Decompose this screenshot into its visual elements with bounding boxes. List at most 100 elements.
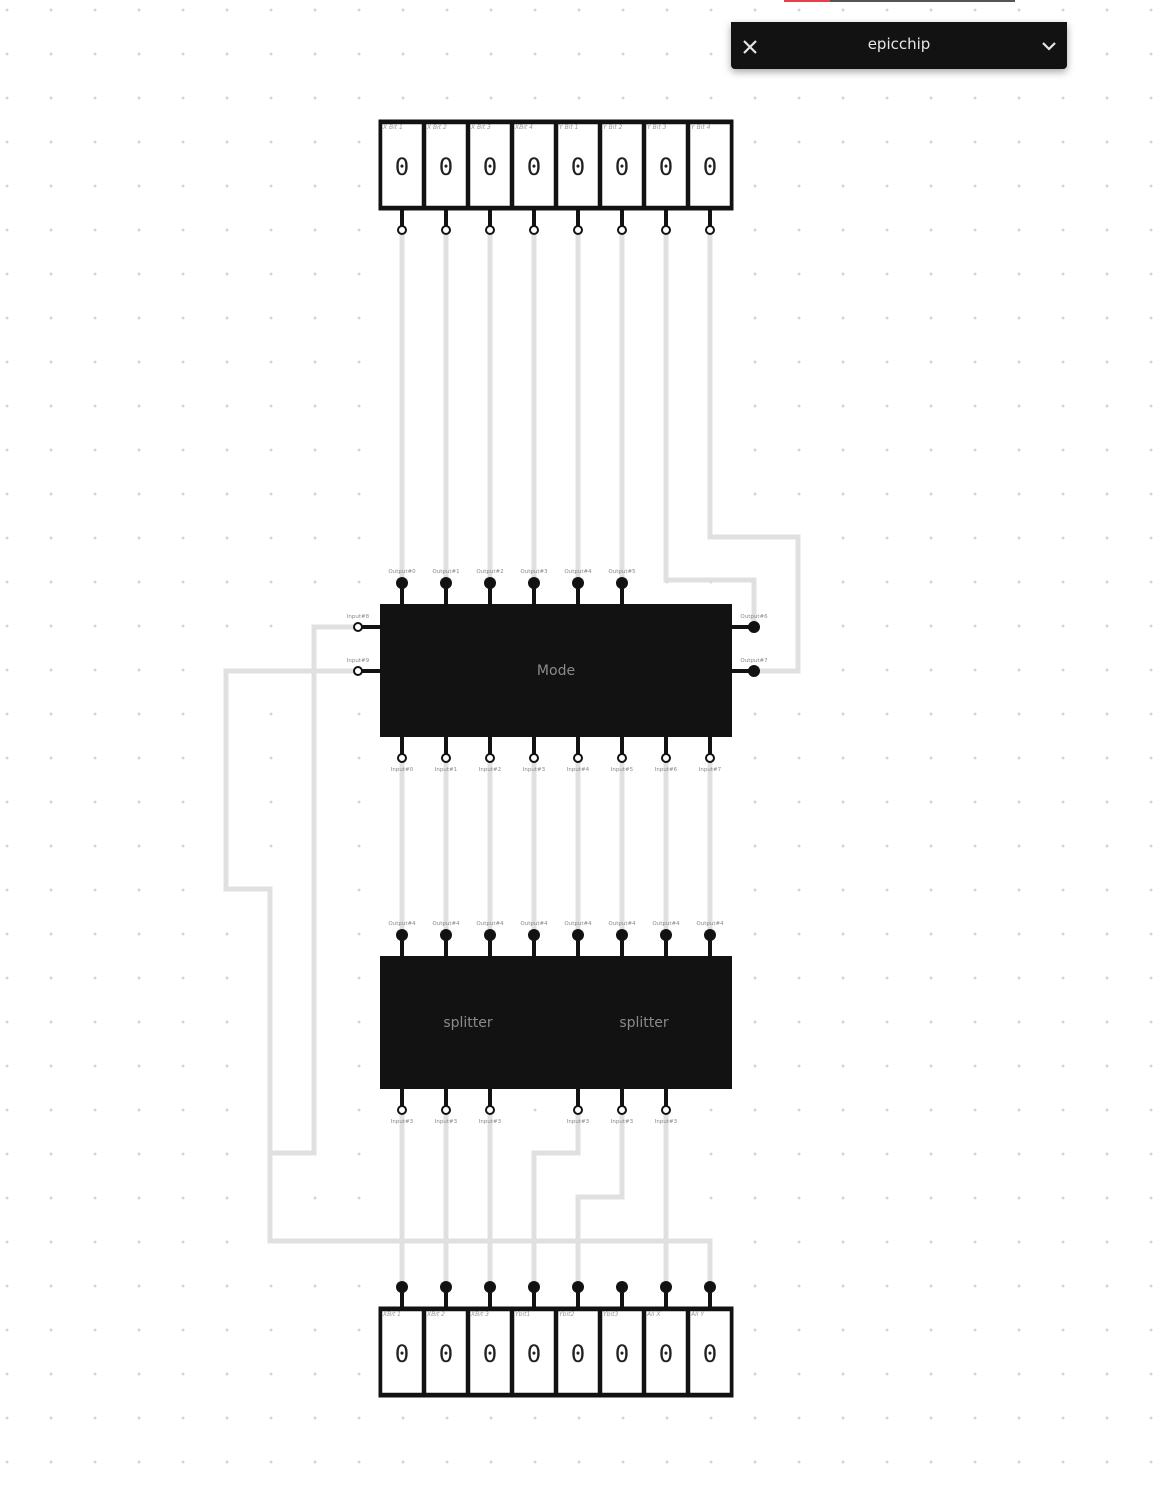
input-pin[interactable] xyxy=(397,225,407,235)
output-pin[interactable] xyxy=(748,621,760,633)
bit-label: Y Bit 2 xyxy=(603,124,623,131)
bit-value: 0 xyxy=(527,153,541,181)
output-pin[interactable] xyxy=(572,577,584,589)
pin-label: Input#6 xyxy=(655,767,678,773)
pin-label: Output#4 xyxy=(696,921,724,927)
pin-label: Input#3 xyxy=(435,1119,458,1125)
close-icon[interactable] xyxy=(740,36,760,56)
wire[interactable] xyxy=(575,1110,625,1287)
bit-label: Y Bit 3 xyxy=(647,124,667,131)
bit-label: XBit 2 xyxy=(426,1311,445,1318)
bit-toggle[interactable] xyxy=(379,1308,425,1396)
input-pin[interactable] xyxy=(661,225,671,235)
input-pin[interactable] xyxy=(485,753,495,763)
chip-selector-bar[interactable]: epicchip xyxy=(731,22,1067,69)
bit-toggle[interactable] xyxy=(511,121,557,209)
bit-label: X Bit 1 xyxy=(382,124,403,131)
output-pin[interactable] xyxy=(616,929,628,941)
output-pin[interactable] xyxy=(440,1281,452,1293)
input-pin[interactable] xyxy=(573,1105,583,1115)
splitter-chips[interactable] xyxy=(380,956,732,1089)
bit-toggle[interactable] xyxy=(687,1308,733,1396)
wire[interactable] xyxy=(223,668,713,1287)
input-pin[interactable] xyxy=(485,1105,495,1115)
mode-chip[interactable] xyxy=(380,604,732,737)
pin-label: Output#4 xyxy=(652,921,680,927)
input-pin[interactable] xyxy=(353,666,363,676)
pin-label: Input#4 xyxy=(567,767,590,773)
input-pin[interactable] xyxy=(573,753,583,763)
input-pin[interactable] xyxy=(617,225,627,235)
bit-toggle[interactable] xyxy=(379,121,425,209)
pin-label: Input#2 xyxy=(479,767,501,773)
bit-toggle[interactable] xyxy=(555,121,601,209)
output-pin[interactable] xyxy=(528,577,540,589)
bit-label: Y Bit 4 xyxy=(691,124,711,131)
bit-label: Ybit1 xyxy=(515,1311,530,1318)
wire[interactable] xyxy=(707,230,801,674)
pin-label: Output#3 xyxy=(520,569,548,575)
chevron-down-icon[interactable] xyxy=(1040,38,1058,54)
input-pin[interactable] xyxy=(617,753,627,763)
input-pin[interactable] xyxy=(397,753,407,763)
output-pin[interactable] xyxy=(528,929,540,941)
input-pin[interactable] xyxy=(441,225,451,235)
bit-toggle[interactable] xyxy=(467,121,513,209)
input-pin[interactable] xyxy=(705,753,715,763)
output-pin[interactable] xyxy=(484,929,496,941)
bit-toggle[interactable] xyxy=(687,121,733,209)
input-pin[interactable] xyxy=(441,1105,451,1115)
output-pin[interactable] xyxy=(528,1281,540,1293)
bit-toggle[interactable] xyxy=(599,121,645,209)
output-pin[interactable] xyxy=(572,929,584,941)
bit-toggle[interactable] xyxy=(643,1308,689,1396)
output-pin[interactable] xyxy=(660,929,672,941)
input-pin[interactable] xyxy=(573,225,583,235)
bit-toggle[interactable] xyxy=(643,121,689,209)
pin-label: Output#2 xyxy=(476,569,503,575)
output-pin[interactable] xyxy=(440,577,452,589)
input-pin[interactable] xyxy=(353,622,363,632)
output-pin[interactable] xyxy=(748,665,760,677)
bit-toggle[interactable] xyxy=(423,1308,469,1396)
bit-label: Y Bit 1 xyxy=(559,124,578,131)
input-pin[interactable] xyxy=(485,225,495,235)
bit-value: 0 xyxy=(439,153,453,181)
wire[interactable] xyxy=(531,1110,581,1287)
input-pin[interactable] xyxy=(617,1105,627,1115)
bit-value: 0 xyxy=(703,153,717,181)
bit-value: 0 xyxy=(395,1340,409,1368)
bit-toggle[interactable] xyxy=(599,1308,645,1396)
output-pin[interactable] xyxy=(484,577,496,589)
output-pin[interactable] xyxy=(484,1281,496,1293)
bit-toggle[interactable] xyxy=(555,1308,601,1396)
input-pin[interactable] xyxy=(661,753,671,763)
bit-toggle[interactable] xyxy=(423,121,469,209)
wire[interactable] xyxy=(663,230,757,627)
output-pin[interactable] xyxy=(396,1281,408,1293)
output-pin[interactable] xyxy=(704,929,716,941)
pin-label: Output#0 xyxy=(388,569,416,575)
output-pin[interactable] xyxy=(616,1281,628,1293)
input-pin[interactable] xyxy=(441,753,451,763)
output-pin[interactable] xyxy=(440,929,452,941)
input-pin[interactable] xyxy=(397,1105,407,1115)
output-pin[interactable] xyxy=(572,1281,584,1293)
input-pin[interactable] xyxy=(529,753,539,763)
pin-label: Output#4 xyxy=(520,921,548,927)
input-pin[interactable] xyxy=(529,225,539,235)
output-pin[interactable] xyxy=(660,1281,672,1293)
output-pin[interactable] xyxy=(396,577,408,589)
pin-label: Output#4 xyxy=(608,921,636,927)
input-pin[interactable] xyxy=(705,225,715,235)
output-pin[interactable] xyxy=(704,1281,716,1293)
output-pin[interactable] xyxy=(616,577,628,589)
wire[interactable] xyxy=(270,624,358,1156)
bit-label: All X xyxy=(646,1311,661,1318)
output-pin[interactable] xyxy=(396,929,408,941)
bit-toggle[interactable] xyxy=(511,1308,557,1396)
bit-label: Ybit3 xyxy=(603,1311,618,1318)
bit-toggle[interactable] xyxy=(467,1308,513,1396)
input-pin[interactable] xyxy=(661,1105,671,1115)
